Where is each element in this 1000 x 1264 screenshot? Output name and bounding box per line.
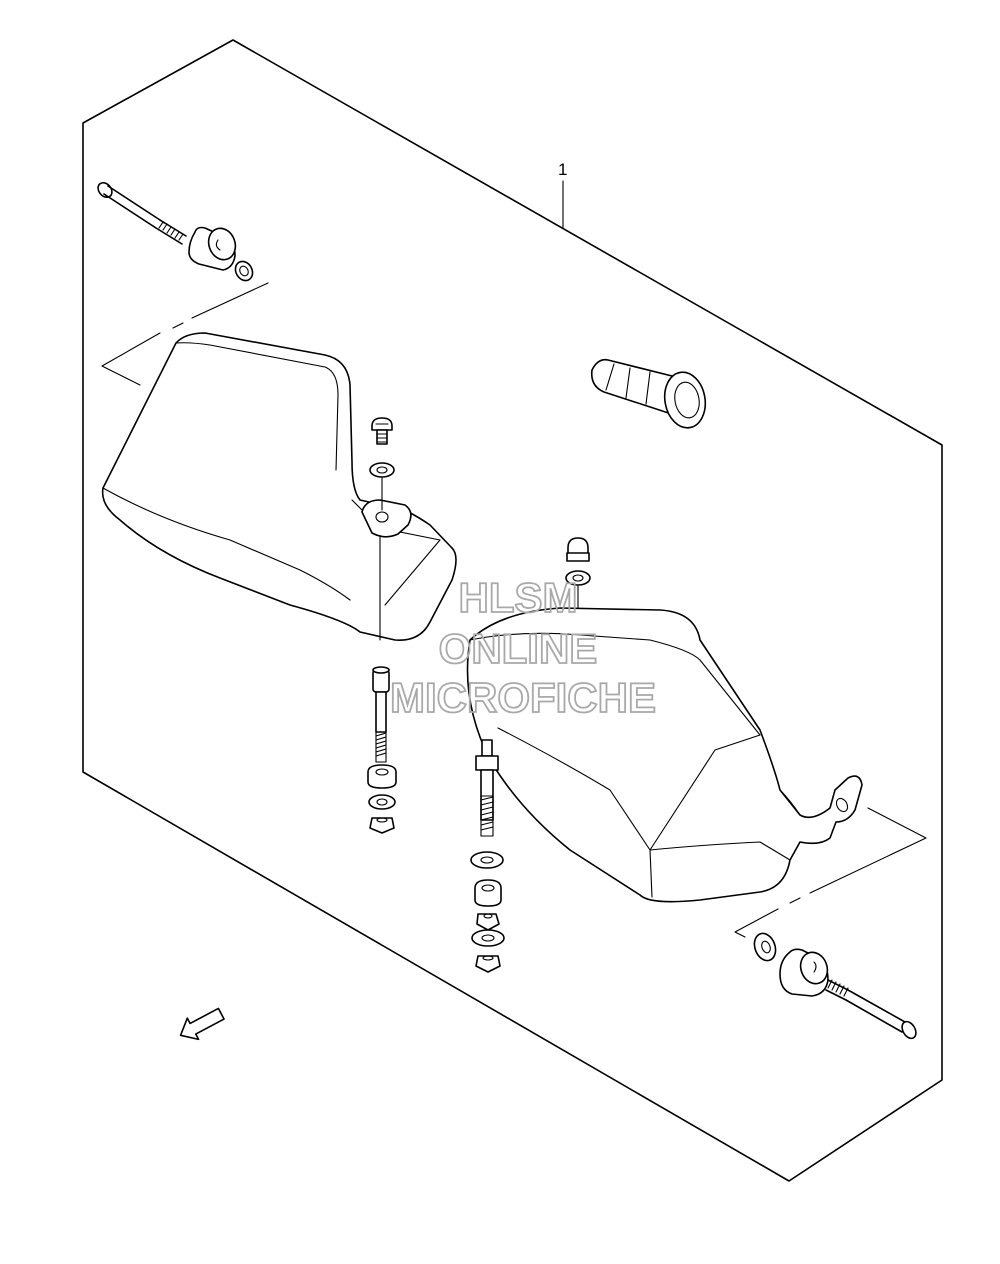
bolt-stack-left [367, 666, 397, 834]
hand-guard-right [466, 607, 863, 903]
alignment-line-right-dash [789, 897, 801, 904]
bar-end-weight-lower [779, 948, 829, 997]
grip-sleeve [590, 358, 707, 429]
washer-center [565, 570, 591, 586]
alignment-line-left [191, 282, 269, 319]
bar-end-bolt-upper [97, 181, 187, 245]
watermark-line-1: HLSM [459, 574, 578, 621]
acorn-nut [566, 537, 590, 562]
alignment-line-right-lower [734, 908, 779, 938]
bar-end-bolt-lower [825, 979, 917, 1040]
watermark-line-3: MICROFICHE [390, 674, 656, 721]
washer-lower-right [753, 932, 777, 962]
hand-guard-left [101, 332, 457, 641]
alignment-line-right [809, 807, 927, 894]
alignment-line-left-lower [101, 332, 161, 386]
washer-left-guard [369, 462, 395, 478]
fwd-arrow-icon: FWD [179, 1007, 225, 1041]
bar-end-weight-upper [188, 226, 237, 271]
alignment-line-left-dash [172, 322, 184, 329]
screw-left-guard [371, 417, 393, 445]
kit-boundary-frame [82, 39, 943, 1182]
bolt-stack-right [470, 739, 505, 973]
watermark-line-2: ONLINE [439, 625, 598, 672]
washer-upper-left [234, 260, 254, 282]
callout-number-1: 1 [558, 160, 567, 179]
